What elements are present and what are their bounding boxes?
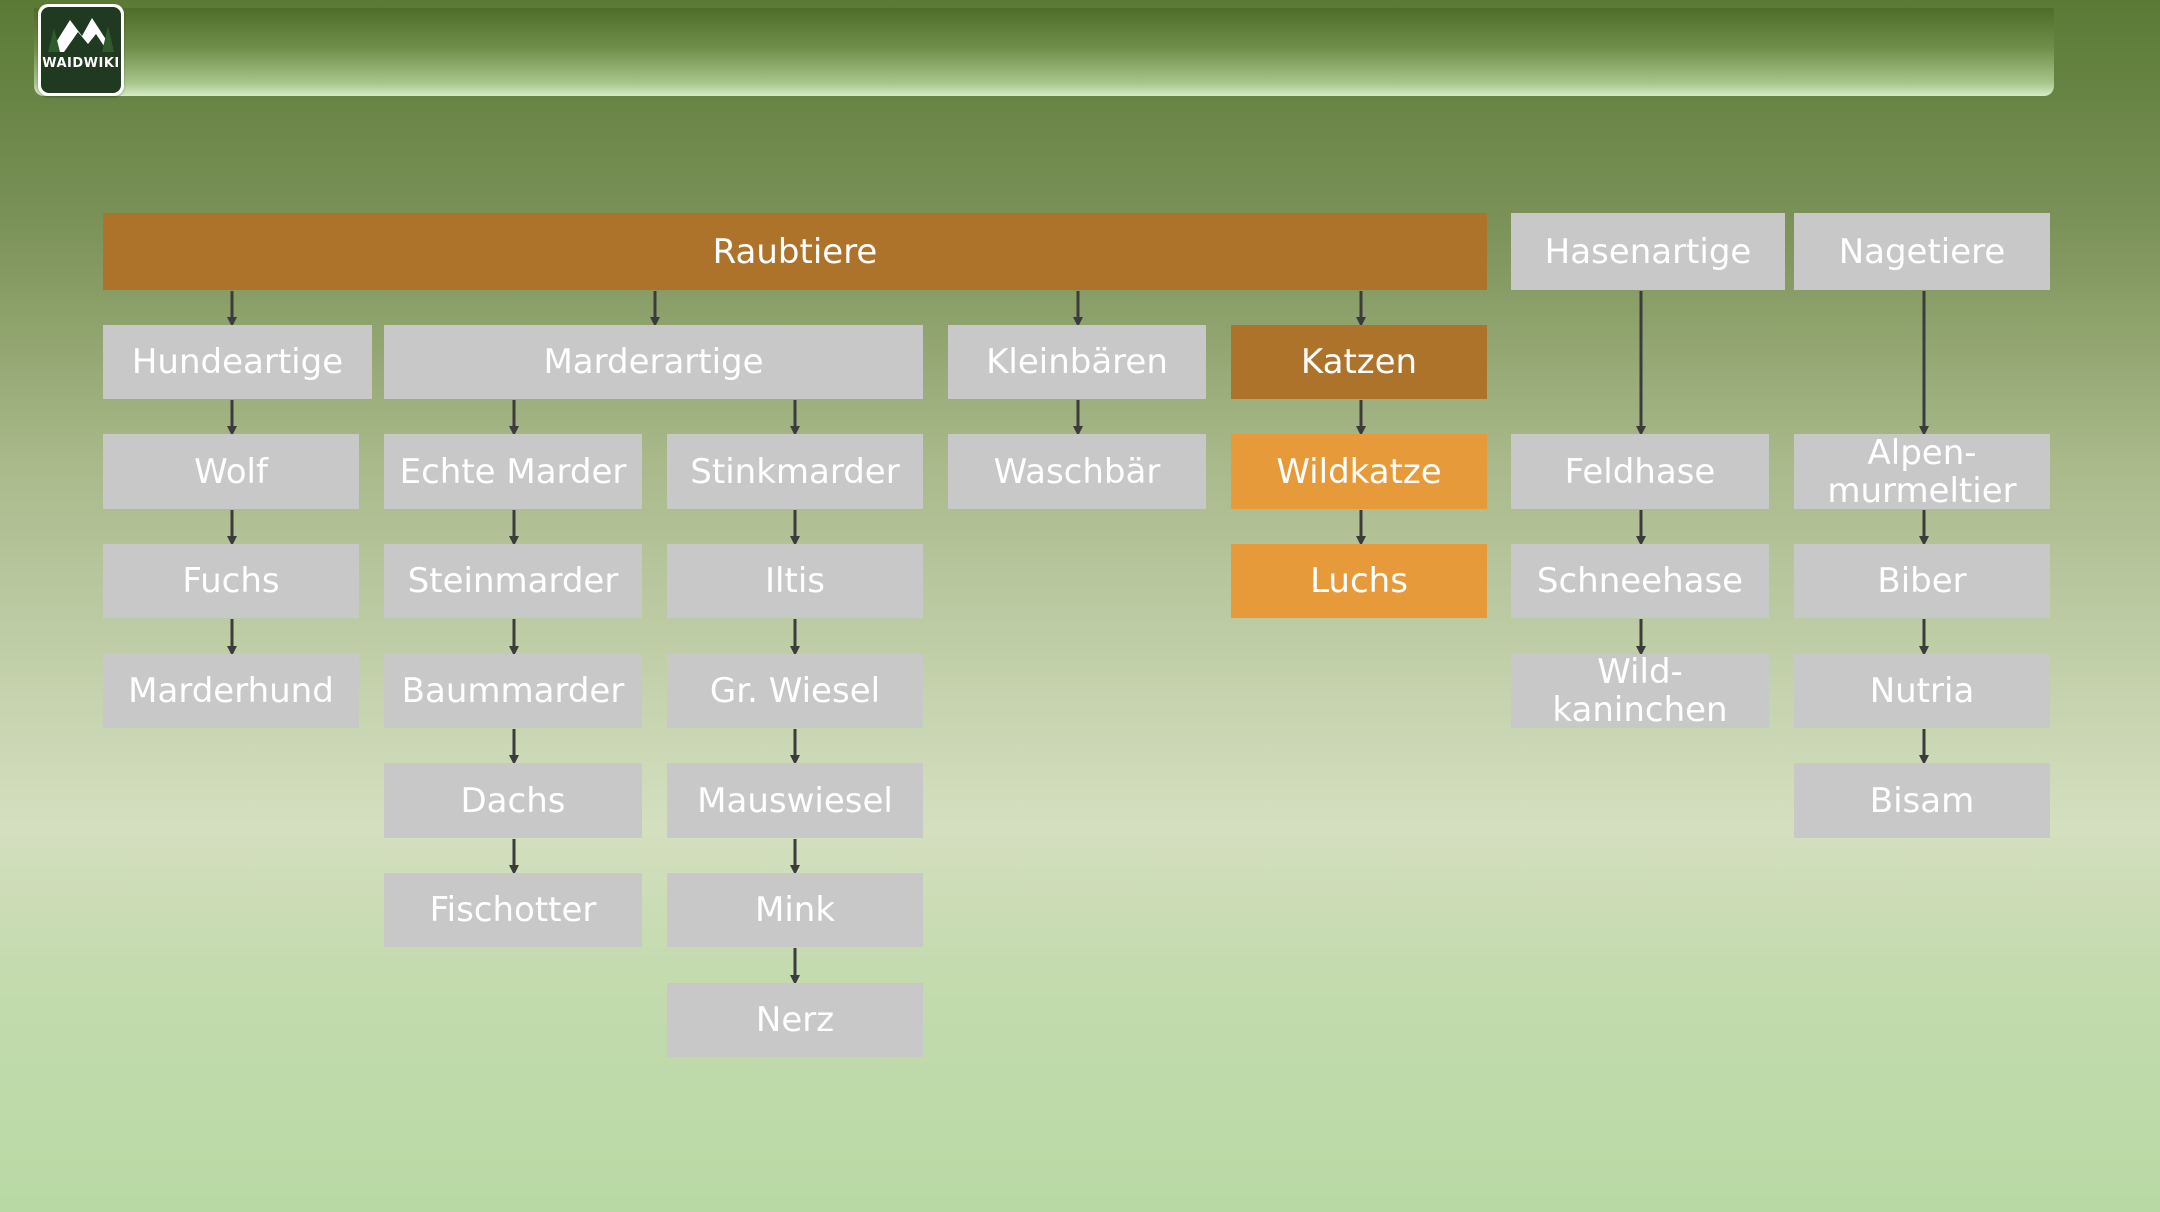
node-steinmarder: Steinmarder bbox=[384, 544, 642, 618]
header-bar bbox=[34, 8, 2054, 96]
node-hundeartige: Hundeartige bbox=[103, 325, 372, 399]
node-alpenmurmeltier: Alpen- murmeltier bbox=[1794, 434, 2050, 510]
node-kleinbaeren: Kleinbären bbox=[948, 325, 1206, 399]
node-wolf: Wolf bbox=[103, 434, 359, 509]
node-echte-marder: Echte Marder bbox=[384, 434, 642, 509]
waidwiki-logo[interactable]: WAIDWIKI bbox=[38, 4, 124, 96]
node-wildkatze: Wildkatze bbox=[1231, 434, 1487, 509]
node-wildkaninchen: Wild- kaninchen bbox=[1511, 653, 1769, 729]
node-nutria: Nutria bbox=[1794, 654, 2050, 728]
node-fuchs: Fuchs bbox=[103, 544, 359, 618]
logo-text: WAIDWIKI bbox=[42, 56, 120, 71]
node-iltis: Iltis bbox=[667, 544, 923, 618]
node-mauswiesel: Mauswiesel bbox=[667, 763, 923, 838]
mountain-forest-icon bbox=[41, 7, 121, 93]
node-raubtiere: Raubtiere bbox=[103, 213, 1487, 290]
node-marderhund: Marderhund bbox=[103, 654, 359, 728]
node-nagetiere: Nagetiere bbox=[1794, 213, 2050, 290]
node-nerz: Nerz bbox=[667, 983, 923, 1057]
node-stinkmarder: Stinkmarder bbox=[667, 434, 923, 509]
node-waschbaer: Waschbär bbox=[948, 434, 1206, 509]
node-feldhase: Feldhase bbox=[1511, 434, 1769, 509]
node-katzen: Katzen bbox=[1231, 325, 1487, 399]
node-baummarder: Baummarder bbox=[384, 654, 642, 728]
node-mink: Mink bbox=[667, 873, 923, 947]
node-bisam: Bisam bbox=[1794, 763, 2050, 838]
node-fischotter: Fischotter bbox=[384, 873, 642, 947]
node-marderartige: Marderartige bbox=[384, 325, 923, 399]
node-dachs: Dachs bbox=[384, 763, 642, 838]
node-schneehase: Schneehase bbox=[1511, 544, 1769, 618]
node-biber: Biber bbox=[1794, 544, 2050, 618]
node-luchs: Luchs bbox=[1231, 544, 1487, 618]
node-gr-wiesel: Gr. Wiesel bbox=[667, 654, 923, 728]
node-hasenartige: Hasenartige bbox=[1511, 213, 1785, 290]
